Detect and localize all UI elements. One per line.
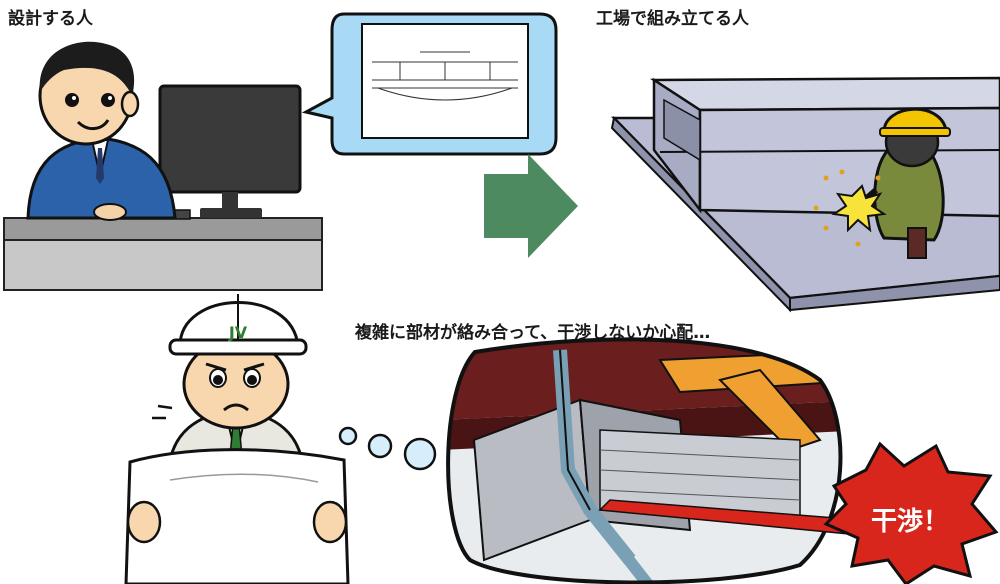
drawing-speech-bubble xyxy=(301,12,558,156)
factory-worker-label: 工場で組み立てる人 xyxy=(596,9,749,29)
bridge-blueprint-icon xyxy=(372,51,518,101)
welder-figure xyxy=(858,107,951,259)
interference-callout: 干渉！ xyxy=(598,441,999,584)
designer-head xyxy=(38,41,140,146)
thought-bubbles xyxy=(338,426,437,471)
monitor-icon xyxy=(158,84,302,218)
engineer-scene xyxy=(124,294,350,584)
helmet-badge-text: JV xyxy=(228,323,248,342)
designer-scene xyxy=(3,41,323,291)
process-arrow-icon xyxy=(484,154,578,258)
interference-callout-text: 干渉！ xyxy=(871,507,949,537)
designer-label: 設計する人 xyxy=(8,9,93,29)
burst-shape xyxy=(823,441,999,584)
welding-spark-icon xyxy=(813,169,887,247)
jv-helmet-icon xyxy=(168,294,308,356)
interference-photo xyxy=(446,337,843,584)
factory-scene xyxy=(610,76,1000,313)
